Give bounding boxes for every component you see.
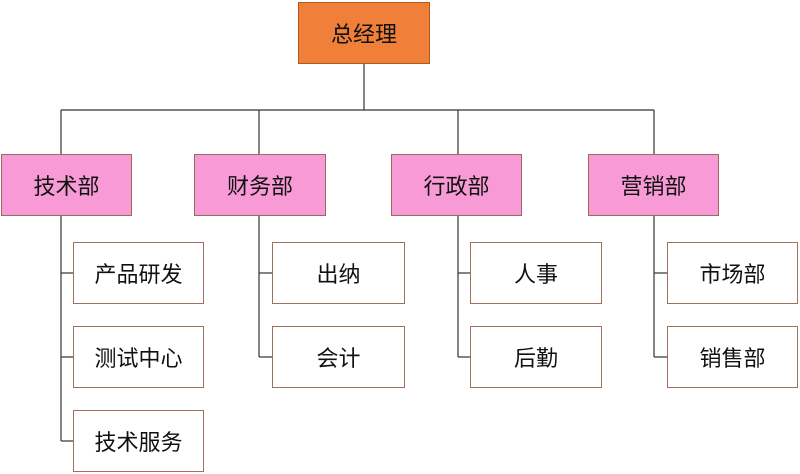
team-node-hr: 人事: [470, 242, 602, 304]
team-node-cashier: 出纳: [272, 242, 405, 304]
team-node-accounting: 会计: [272, 326, 405, 388]
team-node-sales: 销售部: [667, 326, 798, 388]
team-node-market: 市场部: [667, 242, 798, 304]
team-node-test-center: 测试中心: [73, 326, 204, 388]
team-node-logistics: 后勤: [470, 326, 602, 388]
dept-node-marketing: 营销部: [588, 154, 719, 216]
dept-node-admin: 行政部: [391, 154, 522, 216]
team-node-tech-service: 技术服务: [73, 410, 204, 472]
dept-node-tech: 技术部: [1, 154, 132, 216]
root-node-general-manager: 总经理: [298, 2, 430, 64]
dept-node-finance: 财务部: [194, 154, 326, 216]
team-node-product-rnd: 产品研发: [73, 242, 204, 304]
